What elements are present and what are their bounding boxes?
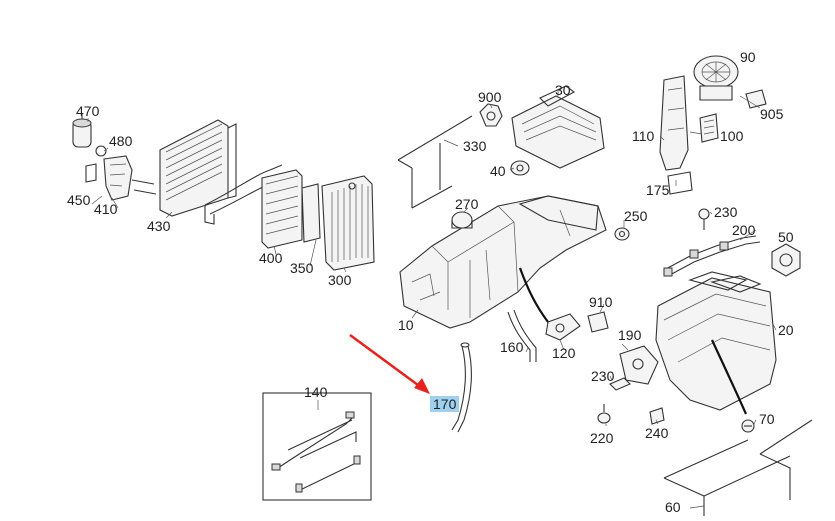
- part-430-drawing: [131, 119, 237, 217]
- part-50-drawing: [771, 243, 801, 277]
- part-100-drawing: [699, 113, 719, 143]
- callout-100[interactable]: 100: [720, 128, 744, 144]
- callout-10[interactable]: 10: [398, 317, 414, 333]
- callout-470[interactable]: 470: [76, 103, 100, 119]
- part-110-drawing: [659, 75, 689, 171]
- part-480-drawing: [95, 145, 107, 157]
- part-30-drawing: [511, 85, 605, 169]
- highlight-arrow: [349, 333, 430, 394]
- callout-140[interactable]: 140: [304, 384, 328, 400]
- callout-230-bottom[interactable]: 230: [591, 368, 615, 384]
- callout-70[interactable]: 70: [759, 411, 775, 427]
- callout-400[interactable]: 400: [259, 250, 283, 266]
- part-175-drawing: [667, 171, 693, 195]
- part-230-bottom-drawing: [609, 377, 631, 391]
- part-240-drawing: [649, 407, 665, 425]
- callout-90[interactable]: 90: [740, 49, 756, 65]
- part-220-drawing: [597, 404, 611, 424]
- callout-40[interactable]: 40: [490, 163, 506, 179]
- callout-270[interactable]: 270: [455, 196, 479, 212]
- callout-350[interactable]: 350: [290, 260, 314, 276]
- part-170-drawing: [451, 342, 472, 433]
- callout-910[interactable]: 910: [589, 294, 613, 310]
- part-200-drawing: [663, 235, 761, 277]
- leader-lines: [87, 90, 777, 509]
- part-900-drawing: [479, 103, 503, 127]
- part-10-drawing: [399, 195, 607, 329]
- part-160-drawing: [507, 309, 537, 362]
- callout-30[interactable]: 30: [555, 82, 571, 98]
- part-905-drawing: [745, 89, 767, 109]
- callout-300[interactable]: 300: [328, 272, 352, 288]
- callout-250[interactable]: 250: [624, 208, 648, 224]
- part-910-drawing: [587, 311, 609, 333]
- part-300-drawing: [321, 175, 375, 271]
- callout-170-highlighted[interactable]: 170: [430, 396, 460, 412]
- part-230-top-drawing: [698, 208, 710, 230]
- callout-480[interactable]: 480: [109, 133, 133, 149]
- callout-220[interactable]: 220: [590, 430, 614, 446]
- callout-430[interactable]: 430: [147, 218, 171, 234]
- callout-330[interactable]: 330: [463, 138, 487, 154]
- callout-160[interactable]: 160: [500, 339, 524, 355]
- callout-410[interactable]: 410: [94, 201, 118, 217]
- part-270-drawing: [451, 211, 473, 229]
- part-40-drawing: [510, 160, 530, 176]
- callout-450[interactable]: 450: [67, 192, 91, 208]
- part-120-drawing: [545, 313, 581, 341]
- part-60-drawing: [663, 419, 813, 516]
- part-20-drawing: [655, 271, 777, 415]
- part-140-drawing: [262, 392, 372, 501]
- part-70-drawing: [741, 419, 755, 433]
- part-410-drawing: [85, 155, 133, 201]
- callout-905[interactable]: 905: [760, 106, 784, 122]
- callout-240[interactable]: 240: [645, 425, 669, 441]
- callout-230-top[interactable]: 230: [714, 204, 738, 220]
- callout-120[interactable]: 120: [552, 345, 576, 361]
- part-190-drawing: [619, 345, 659, 385]
- callout-190[interactable]: 190: [618, 327, 642, 343]
- callout-900[interactable]: 900: [478, 89, 502, 105]
- callout-60[interactable]: 60: [665, 499, 681, 515]
- callout-175[interactable]: 175: [646, 182, 670, 198]
- callout-200[interactable]: 200: [732, 222, 756, 238]
- callout-50[interactable]: 50: [778, 229, 794, 245]
- part-470-drawing: [72, 113, 92, 148]
- part-400-drawing: [261, 169, 321, 249]
- part-250-drawing: [614, 227, 630, 241]
- part-90-drawing: [693, 55, 739, 101]
- part-330-drawing: [397, 115, 473, 209]
- callout-20[interactable]: 20: [778, 322, 794, 338]
- callout-110[interactable]: 110: [632, 128, 655, 144]
